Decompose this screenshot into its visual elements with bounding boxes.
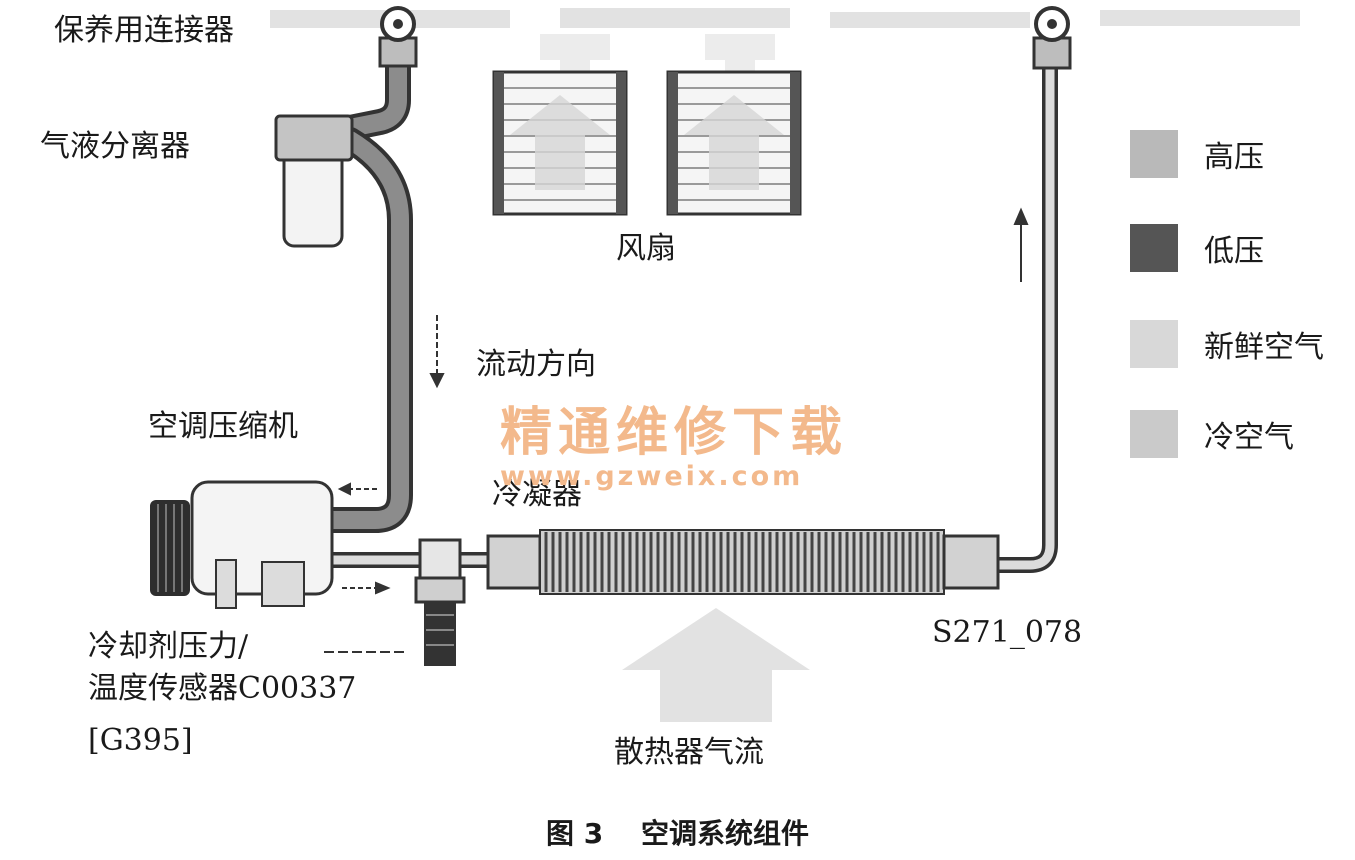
radiator-airflow-arrow [622, 608, 810, 722]
compressor-label: 空调压缩机 [148, 409, 298, 444]
condenser [486, 529, 1000, 595]
legend-label: 高压 [1204, 140, 1264, 175]
watermark-url: www.gzweix.com [500, 461, 804, 492]
legend-swatch [1130, 320, 1178, 368]
legend-item-cold-air: 冷空气 [1130, 410, 1294, 458]
gas-liquid-separator [274, 114, 354, 248]
service-connector-label: 保养用连接器 [54, 13, 234, 48]
legend-label: 新鲜空气 [1204, 330, 1324, 365]
radiator-airflow-label: 散热器气流 [614, 735, 764, 770]
pressure-temperature-sensor [414, 538, 466, 666]
flow-arrows [324, 207, 1029, 653]
service-connector-right [1032, 6, 1072, 70]
flow-direction-label: 流动方向 [476, 347, 596, 382]
sensor-label-line1: 冷却剂压力/ [88, 629, 249, 664]
service-connector-left [378, 6, 418, 68]
figure-number: 图 3 [546, 817, 604, 850]
sensor-label-line3: [G395] [88, 723, 193, 758]
legend-item-high-pressure: 高压 [1130, 130, 1264, 178]
legend-label: 低压 [1204, 234, 1264, 269]
legend-swatch [1130, 130, 1178, 178]
fan-left [492, 34, 628, 216]
figure-code: S271_078 [932, 615, 1083, 650]
figure-title: 空调系统组件 [640, 817, 809, 850]
scan-artifacts [270, 8, 1300, 28]
compressor [150, 480, 334, 609]
legend-item-low-pressure: 低压 [1130, 224, 1264, 272]
legend-swatch [1130, 410, 1178, 458]
watermark-title: 精通维修下载 [500, 403, 849, 463]
legend-label: 冷空气 [1204, 420, 1294, 455]
figure-caption: 图 3 空调系统组件 [0, 812, 1355, 852]
fan-right [666, 34, 802, 216]
legend-swatch [1130, 224, 1178, 272]
sensor-label-line2: 温度传感器C00337 [88, 671, 357, 706]
condenser-label: 冷凝器 [492, 477, 582, 512]
gas-liquid-separator-label: 气液分离器 [40, 129, 190, 164]
low-pressure-line [317, 47, 413, 533]
fan-label: 风扇 [616, 231, 676, 266]
legend-item-fresh-air: 新鲜空气 [1130, 320, 1324, 368]
watermark: 精通维修下载 www.gzweix.com [500, 390, 848, 492]
